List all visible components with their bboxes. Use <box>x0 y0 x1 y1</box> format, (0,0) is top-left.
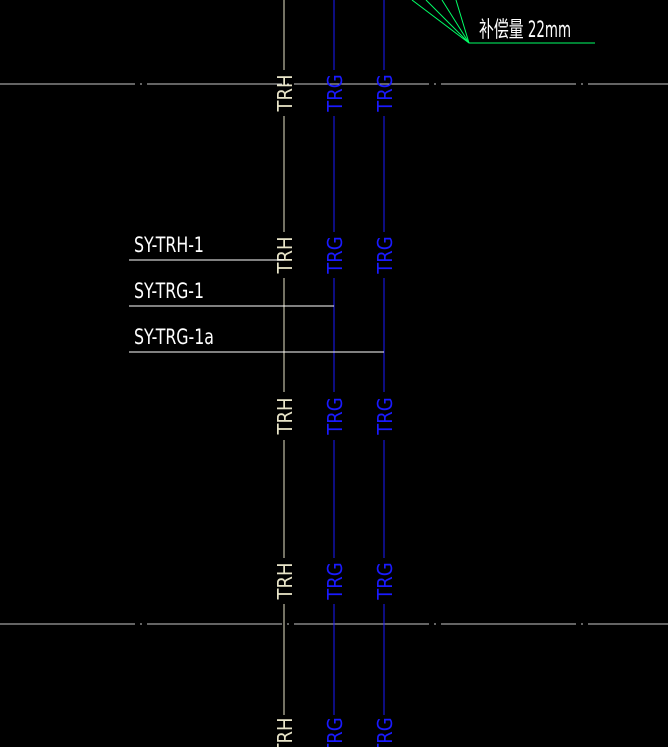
trh-label: TRH <box>273 562 297 600</box>
trg-label: TRG <box>323 397 347 435</box>
trg-label: TRG <box>373 717 397 747</box>
trh-label: TRH <box>273 717 297 747</box>
pipe-tags: SY-TRH-1 SY-TRG-1 SY-TRG-1a <box>134 233 214 349</box>
trh-label: TRH <box>273 236 297 274</box>
pipe-tag-leaders <box>129 259 384 353</box>
trg-label: TRG <box>323 717 347 747</box>
trg-label: TRG <box>373 236 397 274</box>
pipe-tag-trg[interactable]: SY-TRG-1 <box>134 279 204 303</box>
pipe-tag-trh[interactable]: SY-TRH-1 <box>134 233 204 257</box>
compensation-annotation[interactable]: 补偿量 22mm <box>411 0 595 44</box>
trg-label: TRG <box>323 236 347 274</box>
trg-label: TRG <box>373 74 397 112</box>
trg-labels: TRG TRG TRG TRG TRG TRG TRG TRG TRG TRG <box>323 74 397 747</box>
trg-label: TRG <box>323 562 347 600</box>
trg-label: TRG <box>373 562 397 600</box>
pipe-tag-trg-a[interactable]: SY-TRG-1a <box>134 325 214 349</box>
trg-label: TRG <box>323 74 347 112</box>
trh-label: TRH <box>273 397 297 435</box>
compensation-leader <box>411 0 595 44</box>
trh-label: TRH <box>273 74 297 112</box>
trg-label: TRG <box>373 397 397 435</box>
trh-labels: TRH TRH TRH TRH TRH <box>273 74 297 747</box>
compensation-text: 补偿量 22mm <box>479 18 571 43</box>
